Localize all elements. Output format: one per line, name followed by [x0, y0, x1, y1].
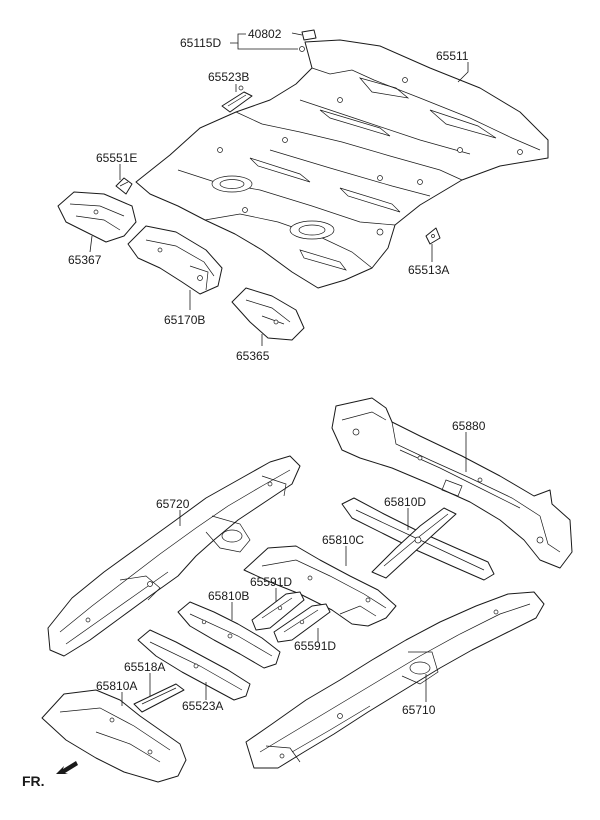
label-65810D: 65810D	[384, 495, 426, 509]
label-65513A: 65513A	[408, 263, 449, 277]
bracket-65513A	[425, 227, 441, 245]
label-65115D: 65115D	[180, 36, 221, 50]
crossmember-65810B	[177, 601, 281, 669]
label-65720: 65720	[156, 497, 190, 511]
panel-65365	[231, 287, 305, 341]
front-direction-label: FR.	[22, 773, 45, 789]
label-65591D-lower: 65591D	[294, 639, 336, 653]
crossmember-65810D	[341, 497, 495, 581]
rear-panel-65880	[331, 397, 573, 569]
bracket-65591D-upper	[251, 591, 305, 631]
label-65367: 65367	[68, 253, 102, 267]
bracket-65523B	[221, 85, 253, 113]
part-labels: 65115D 40802 65511 65523B 65551E 65367 6…	[68, 27, 486, 717]
bracket-65518A	[133, 683, 185, 713]
label-40802: 40802	[248, 27, 282, 41]
side-member-65710	[245, 591, 545, 769]
label-65523A: 65523A	[182, 699, 223, 713]
label-65710: 65710	[402, 703, 436, 717]
label-65523B: 65523B	[208, 70, 249, 84]
crossmember-65523A	[137, 629, 251, 701]
panel-65367	[57, 191, 137, 243]
crossmember-65810C	[243, 545, 397, 627]
floor-panel-65511	[135, 39, 549, 289]
label-65810A: 65810A	[96, 679, 137, 693]
leader-lines	[89, 32, 469, 706]
front-direction-arrow-icon	[56, 761, 78, 774]
front-direction-indicator: FR.	[22, 761, 78, 789]
bracket-40802	[299, 29, 317, 52]
label-65551E: 65551E	[96, 151, 137, 165]
label-65365: 65365	[236, 349, 270, 363]
side-member-65720	[47, 455, 301, 657]
clip-65551E	[115, 177, 133, 195]
label-65511: 65511	[436, 49, 469, 63]
label-65170B: 65170B	[164, 313, 205, 327]
label-65880: 65880	[452, 419, 486, 433]
bracket-65591D-lower	[273, 603, 331, 643]
label-65591D-upper: 65591D	[250, 575, 292, 589]
crossmember-65170B	[127, 225, 223, 295]
label-65810B: 65810B	[208, 589, 249, 603]
label-65810C: 65810C	[322, 533, 364, 547]
floor-panel-65810A	[41, 689, 187, 783]
label-65518A: 65518A	[124, 660, 165, 674]
